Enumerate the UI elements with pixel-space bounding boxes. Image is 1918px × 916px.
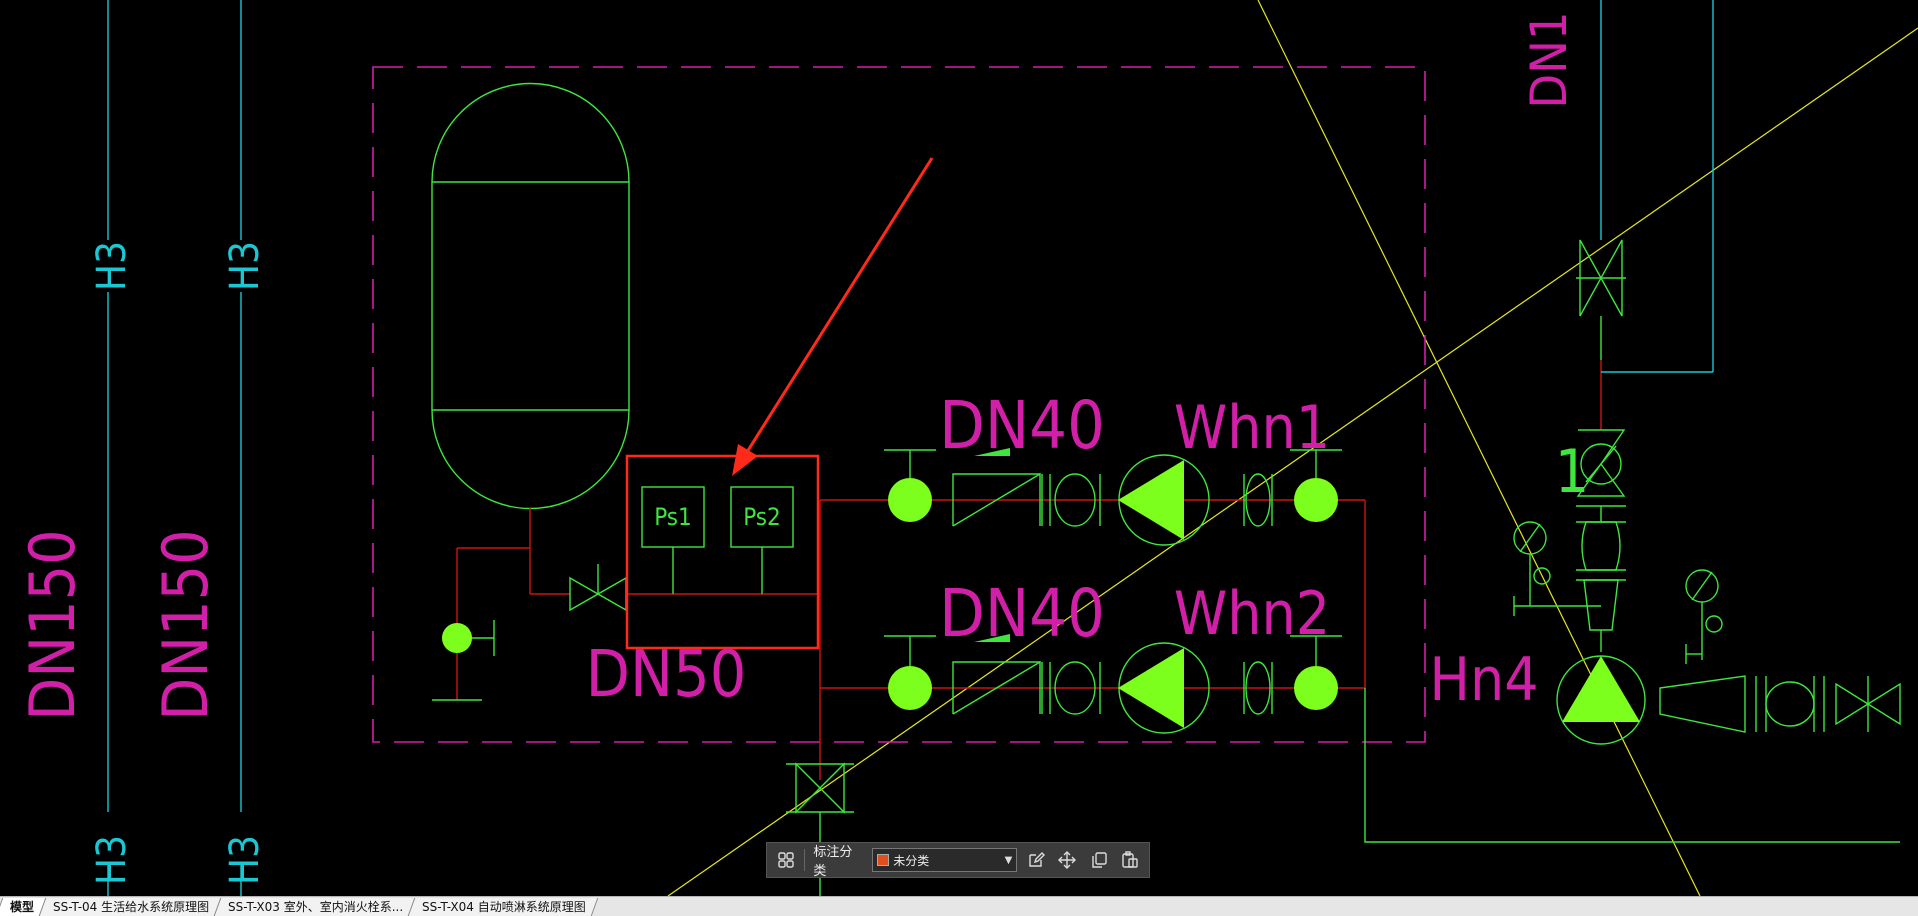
pipe-label-dn40: DN40 (939, 387, 1105, 464)
riser-tag: H3 (89, 835, 135, 885)
main-pump-impeller (1562, 656, 1640, 722)
main-pump-label-hn4: Hn4 (1429, 645, 1538, 715)
red-piping (456, 360, 1602, 780)
pump-2-gauge-out (1294, 666, 1338, 710)
pump-label-whn1: Whn1 (1174, 393, 1330, 463)
left-risers (107, 0, 242, 896)
pressure-switch-ps1: Ps1 (641, 486, 705, 594)
pipe-label-dn150: DN150 (149, 529, 222, 720)
svg-text:H3: H3 (89, 835, 135, 885)
edit-icon[interactable] (1023, 847, 1048, 873)
tab-ss-t-x04[interactable]: SS-T-X04 自动喷淋系统原理图 (408, 898, 599, 916)
pump-1-gauge-in (888, 478, 932, 522)
grid-icon[interactable] (773, 847, 798, 873)
chevron-down-icon: ▼ (1004, 854, 1013, 866)
highlight-box (625, 454, 820, 650)
pump-line-1 (884, 449, 1342, 546)
pipe-label-dn150: DN150 (16, 529, 89, 720)
pressure-tank (431, 82, 630, 510)
svg-text:Ps1: Ps1 (654, 503, 692, 531)
pump-2-gauge-in (888, 666, 932, 710)
riser-tag: H3 (222, 835, 268, 885)
svg-text:Ps2: Ps2 (743, 503, 781, 531)
pipe-label-dn1: DN1 (1520, 12, 1578, 109)
cad-drawing-canvas[interactable]: H3 H3 H3 H3 DN150 DN150 (0, 0, 1918, 896)
right-risers (1600, 0, 1714, 373)
svg-text:H3: H3 (222, 835, 268, 885)
svg-text:H3: H3 (222, 241, 268, 291)
pump-label-whn2: Whn2 (1174, 579, 1330, 649)
svg-text:DN150: DN150 (16, 529, 89, 720)
pipe-label-dn50: DN50 (586, 638, 747, 712)
annotation-arrow (732, 157, 934, 476)
construction-lines (667, 0, 1918, 896)
pressure-switch-ps2: Ps2 (730, 486, 794, 594)
riser-tag: H3 (89, 241, 135, 291)
pipe-label-dn40: DN40 (939, 575, 1105, 652)
flow-marker (974, 448, 1010, 456)
tank-drain-valve (569, 564, 627, 612)
tab-ss-t-04[interactable]: SS-T-04 生活给水系统原理图 (38, 898, 222, 916)
category-value: 未分类 (893, 853, 930, 868)
category-color-swatch (877, 854, 890, 866)
move-icon[interactable] (1055, 847, 1080, 873)
pump-line-2 (884, 635, 1342, 734)
svg-text:DN1: DN1 (1520, 12, 1578, 109)
pressure-gauge-left (432, 620, 495, 701)
layout-tab-bar: 模型 SS-T-04 生活给水系统原理图 SS-T-X03 室外、室内消火栓系.… (0, 896, 1918, 916)
equipment-room-boundary (372, 66, 1426, 743)
riser-tag: H3 (222, 241, 268, 291)
annotation-toolbar: 标注分类 未分类 ▼ (766, 842, 1150, 879)
svg-text:DN150: DN150 (149, 529, 222, 720)
pump-1-impeller (1118, 460, 1184, 540)
main-line-valves (1513, 239, 1901, 745)
flow-marker (974, 634, 1010, 642)
pump-2-impeller (1118, 648, 1184, 728)
svg-text:H3: H3 (89, 241, 135, 291)
paste-icon[interactable] (1118, 847, 1143, 873)
tab-ss-t-x03[interactable]: SS-T-X03 室外、室内消火栓系... (213, 898, 416, 916)
copy-icon[interactable] (1086, 847, 1111, 873)
category-select[interactable]: 未分类 ▼ (872, 848, 1018, 872)
bypass-valve (786, 688, 1900, 896)
category-label: 标注分类 (813, 845, 853, 879)
pump-1-gauge-out (1294, 478, 1338, 522)
valve-number-label: 1 (1555, 437, 1589, 507)
toolbar-divider (804, 849, 806, 871)
